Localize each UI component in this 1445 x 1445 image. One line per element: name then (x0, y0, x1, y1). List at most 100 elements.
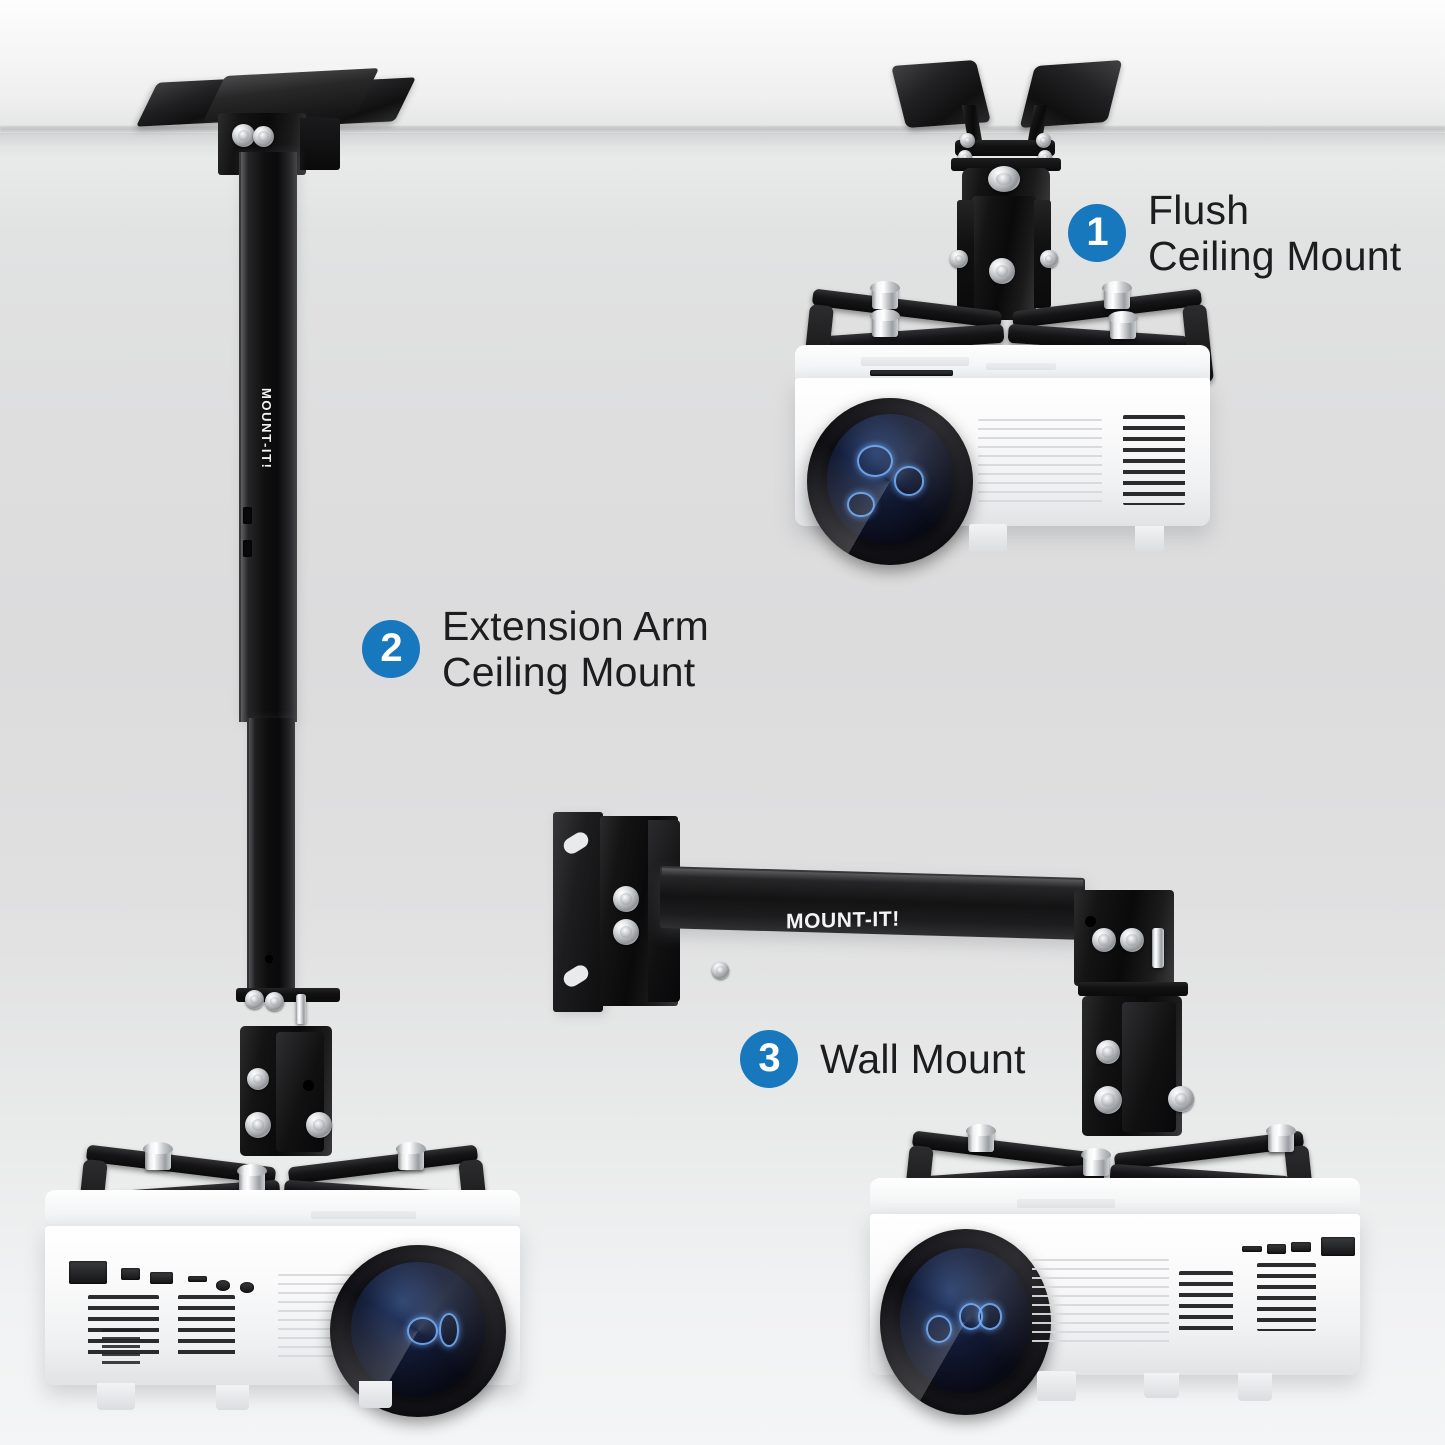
projector-body-ridges (1031, 1258, 1169, 1344)
elbow-hole (1085, 916, 1096, 927)
lens-reflection-b (438, 1313, 459, 1347)
ext-head-bolt-a (245, 990, 264, 1009)
projector-top-label (311, 1211, 416, 1220)
projector-vent-mid (178, 1295, 235, 1358)
lens-reflection-a (857, 444, 893, 478)
projector-foot-left (97, 1383, 136, 1411)
projector-focus-dial (969, 524, 1007, 552)
elbow-bolt-b (1120, 928, 1144, 952)
elbow-bolt-a (1092, 928, 1116, 952)
wall-head-topplate (1078, 982, 1188, 996)
projector-top-label-2 (985, 362, 1057, 371)
projector-foot-right (358, 1381, 392, 1409)
projector-top-label (1017, 1199, 1115, 1208)
elbow-pin (1152, 928, 1164, 968)
projector-lens (879, 1228, 1052, 1416)
vga-port (68, 1261, 107, 1285)
callout-label-2: Extension Arm Ceiling Mount (442, 603, 709, 696)
callout-label-1: Flush Ceiling Mount (1148, 187, 1402, 280)
vga-port (1320, 1237, 1356, 1257)
arm-underside-bolt (712, 962, 729, 979)
projector-vent-left-small (102, 1328, 140, 1367)
projector-vent-mid (1178, 1271, 1233, 1335)
wall-head-bolt-c (1168, 1086, 1194, 1112)
projector-lens (807, 397, 974, 566)
projector-foot-right (1135, 526, 1165, 552)
audio-jack-a (216, 1280, 231, 1291)
projector-top-surface (45, 1190, 520, 1232)
wall-head-bolt-b (1094, 1086, 1122, 1114)
adjust-post-cap-left-rear (870, 281, 900, 293)
ext-adjust-cap-mid (237, 1164, 267, 1176)
projector-flush (795, 345, 1210, 566)
ext-pole-slot-b (243, 540, 252, 557)
ext-head-bolt-e (306, 1112, 332, 1138)
audio-jack-b (239, 1282, 254, 1293)
column-bolt-right (1040, 250, 1058, 268)
column-center-bolt (989, 258, 1015, 284)
lens-reflection-a (407, 1316, 438, 1345)
wall-bracket-bolt-bottom (613, 919, 639, 945)
projector-wall-mount (870, 1178, 1360, 1416)
hdmi-port (1291, 1241, 1311, 1253)
swivel-knob (988, 166, 1020, 192)
arm-brand-text: MOUNT-IT! (786, 907, 900, 934)
ext-head-hole (303, 1080, 314, 1091)
ext-pole-upper (239, 152, 297, 722)
ext-adjust-cap-left (143, 1142, 173, 1154)
projector-top-surface (870, 1178, 1360, 1221)
ext-bracket-bolt-a (232, 124, 255, 147)
projector-lens (330, 1244, 506, 1417)
yoke-bolt-right (1036, 133, 1051, 148)
projector-body-ridges (977, 419, 1103, 505)
ext-pole-lower (247, 718, 295, 1000)
ext-pole-upper-highlight (241, 152, 248, 722)
projector-focus-dial (1036, 1370, 1076, 1401)
ext-head-bolt-d (245, 1112, 271, 1138)
ext-head-bolt-c (247, 1068, 269, 1090)
ext-head-bolt-b (265, 992, 284, 1011)
projector-top-slot (869, 370, 953, 377)
av-slot (187, 1276, 207, 1283)
ceiling-shadow (0, 133, 1445, 159)
projector-extension-arm (45, 1190, 520, 1417)
badge-number-2: 2 (362, 620, 420, 679)
lens-reflection-a (926, 1314, 953, 1343)
usb-port (1266, 1243, 1287, 1255)
callout-wall-mount: 3 Wall Mount (740, 1030, 1026, 1088)
pole-brand-text: MOUNT-IT! (259, 388, 274, 470)
wall-bracket-bolt-top (613, 886, 639, 912)
ext-pole-lower-hole (265, 955, 273, 963)
usb-port (121, 1267, 140, 1281)
ext-bracket-box-side (300, 118, 340, 170)
projector-foot-mid (216, 1385, 250, 1411)
wall-head-bolt-a (1096, 1040, 1120, 1064)
wall-head-body-face (1122, 1002, 1176, 1132)
callout-flush-ceiling-mount: 1 Flush Ceiling Mount (1068, 187, 1401, 280)
wall-adjust-cap-right (1266, 1124, 1296, 1136)
wall-spider-arm-left-far (911, 1130, 1103, 1171)
projector-vent-right (1122, 415, 1186, 505)
ext-pole-lower-highlight (249, 718, 255, 1000)
lens-reflection-c (977, 1303, 1003, 1330)
projector-vent-right (1257, 1262, 1316, 1331)
projector-foot-mid (1144, 1373, 1179, 1399)
ext-head-pin (296, 994, 306, 1024)
ext-pole-slot-a (243, 507, 252, 524)
yoke-bolt-left (960, 133, 975, 148)
callout-label-3: Wall Mount (820, 1035, 1026, 1082)
lens-reflection-b (893, 466, 925, 496)
ext-adjust-cap-right (396, 1142, 426, 1154)
wall-adjust-cap-mid (1081, 1148, 1111, 1160)
badge-number-3: 3 (740, 1030, 798, 1088)
wall-adjust-cap-left (966, 1124, 996, 1136)
yoke-plate (951, 158, 1061, 171)
ext-bracket-bolt-b (253, 126, 274, 147)
adjust-post-cap-right-front (1108, 311, 1138, 323)
lens-rim-highlight (807, 397, 974, 566)
column-bolt-left (950, 250, 968, 268)
av-slot (1242, 1245, 1262, 1253)
hdmi-port (149, 1271, 174, 1285)
projector-top-label (861, 356, 970, 367)
